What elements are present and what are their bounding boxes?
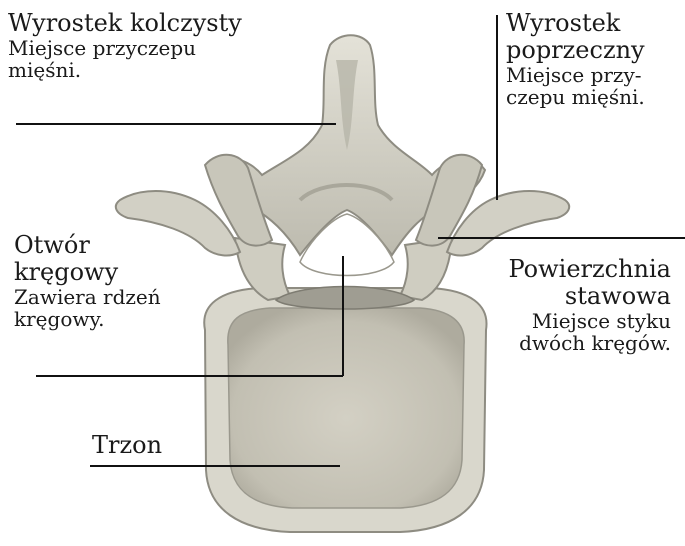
label-articular-title-2: stawowa	[508, 283, 671, 310]
vertebral-body	[204, 288, 486, 532]
label-spinous-desc-1: Miejsce przyczepu	[8, 37, 242, 59]
label-articular-title-1: Powierzchnia	[508, 256, 671, 283]
label-articular-desc-1: Miejsce styku	[508, 310, 671, 332]
label-body-title: Trzon	[92, 432, 162, 459]
label-spinous-process: Wyrostek kolczysty Miejsce przyczepu mię…	[8, 10, 242, 82]
label-transverse-process: Wyrostek poprzeczny Miejsce przy- czepu …	[506, 10, 645, 109]
label-foramen-desc-2: kręgowy.	[14, 308, 161, 330]
label-articular-desc-2: dwóch kręgów.	[508, 332, 671, 354]
label-transverse-desc-2: czepu mięśni.	[506, 86, 645, 108]
label-vertebral-body: Trzon	[92, 432, 162, 459]
label-transverse-title-2: poprzeczny	[506, 37, 645, 64]
label-foramen-title-1: Otwór	[14, 232, 161, 259]
label-foramen-desc-1: Zawiera rdzeń	[14, 286, 161, 308]
label-spinous-title: Wyrostek kolczysty	[8, 10, 242, 37]
transverse-process-right	[416, 155, 569, 256]
label-foramen-title-2: kręgowy	[14, 259, 161, 286]
label-vertebral-foramen: Otwór kręgowy Zawiera rdzeń kręgowy.	[14, 232, 161, 331]
label-transverse-desc-1: Miejsce przy-	[506, 64, 645, 86]
label-spinous-desc-2: mięśni.	[8, 59, 242, 81]
label-transverse-title-1: Wyrostek	[506, 10, 645, 37]
label-articular-surface: Powierzchnia stawowa Miejsce styku dwóch…	[508, 256, 671, 355]
